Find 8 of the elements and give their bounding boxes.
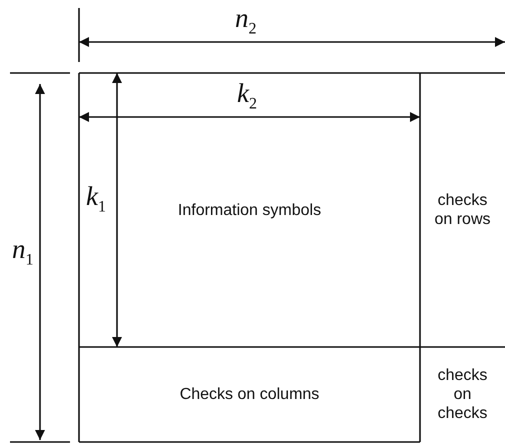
cell-text: checks on checks (436, 366, 488, 423)
cell-text: Checks on columns (180, 385, 320, 404)
dimension-label: k$_{1}$ (86, 182, 106, 218)
cell-text: Information symbols (178, 200, 322, 220)
dimension-label: n$_{2}$ (235, 4, 256, 40)
dimension-label: n$_{1}$ (12, 235, 34, 270)
dimension-label: k$_{2}$ (237, 79, 257, 114)
cell-text: checks on rows (434, 191, 491, 229)
